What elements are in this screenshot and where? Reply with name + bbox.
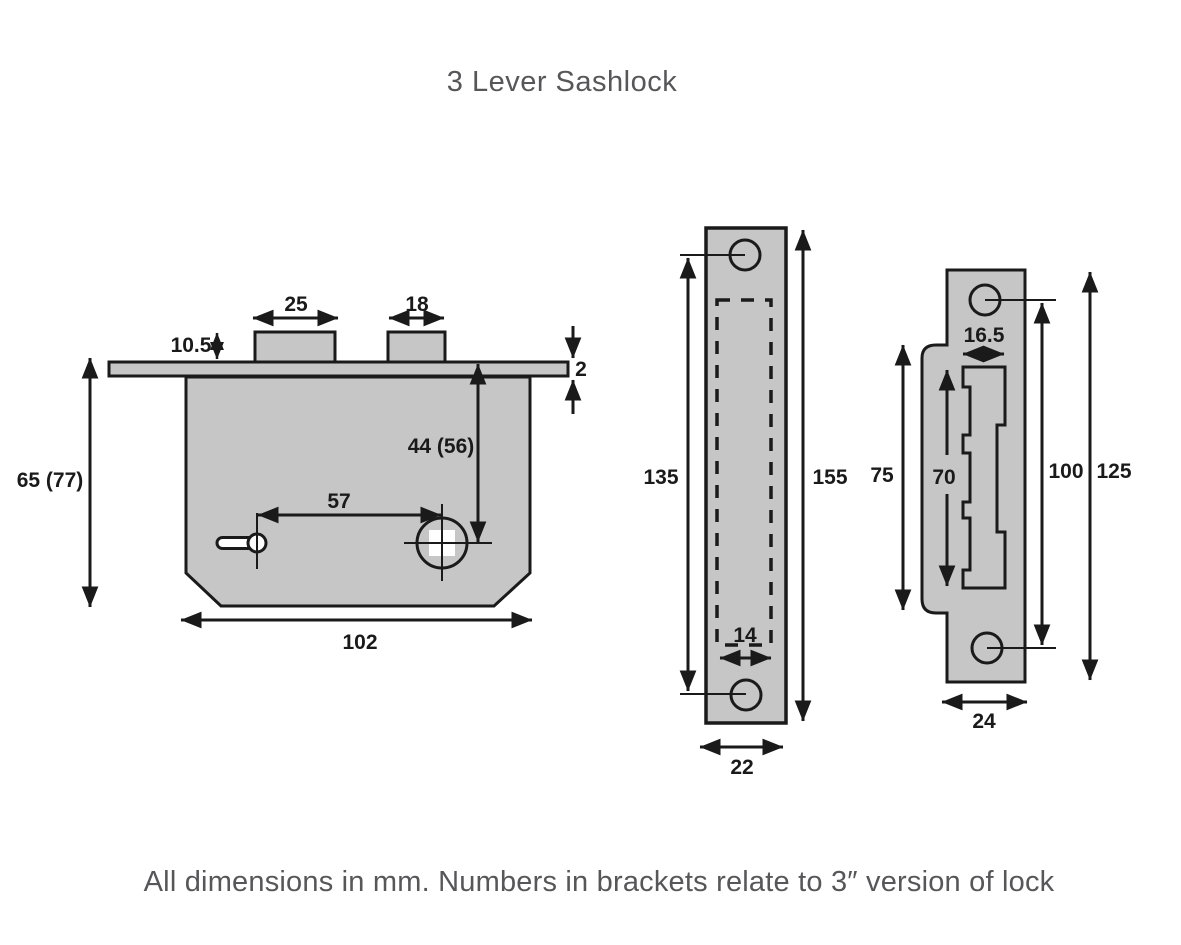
faceplate-hidden-body [715,298,773,647]
dim-label-plate-width: 22 [730,756,753,779]
dim-label-strike-height: 125 [1096,460,1131,483]
dim-label-screw-hole-spacing: 135 [643,466,678,489]
page-title: 3 Lever Sashlock [446,66,678,98]
keyhole [215,513,268,569]
dead-bolt [386,330,447,364]
footer-note: All dimensions in mm. Numbers in bracket… [143,866,1055,898]
dim-label-body-depth: 65 (77) [17,469,84,492]
forend-plate [107,360,570,378]
dim-label-strike-hole-spacing: 100 [1048,460,1083,483]
dim-label-plate-height: 155 [812,466,847,489]
dim-label-body-width: 102 [342,631,377,654]
dim-label-spindle-to-faceplate: 44 (56) [408,435,475,458]
dim-label-keyhole-to-spindle: 57 [327,490,350,513]
dim-label-latch-bolt-width: 25 [284,293,308,316]
dim-label-bolt-protrusion: 10.5 [171,334,212,357]
lock-body-view: 25 18 10.5 2 44 (56) 57 65 (77) 102 [17,293,587,654]
faceplate-view: 135 155 14 22 [643,226,848,779]
dim-label-cutout-width: 16.5 [964,324,1005,347]
dim-label-faceplate-thickness: 2 [575,358,587,381]
dim-label-keep-box-height: 75 [870,464,894,487]
spindle-hole [404,504,492,581]
dim-label-cutout-height: 70 [932,466,955,489]
strike-cutout [961,365,1007,590]
strike-plate-view: 16.5 75 70 100 125 24 [870,268,1132,733]
latch-bolt [253,330,337,364]
dim-label-dead-bolt-width: 18 [405,293,429,316]
dim-label-bolt-opening-width: 14 [733,624,757,647]
dim-label-strike-width: 24 [972,710,996,733]
